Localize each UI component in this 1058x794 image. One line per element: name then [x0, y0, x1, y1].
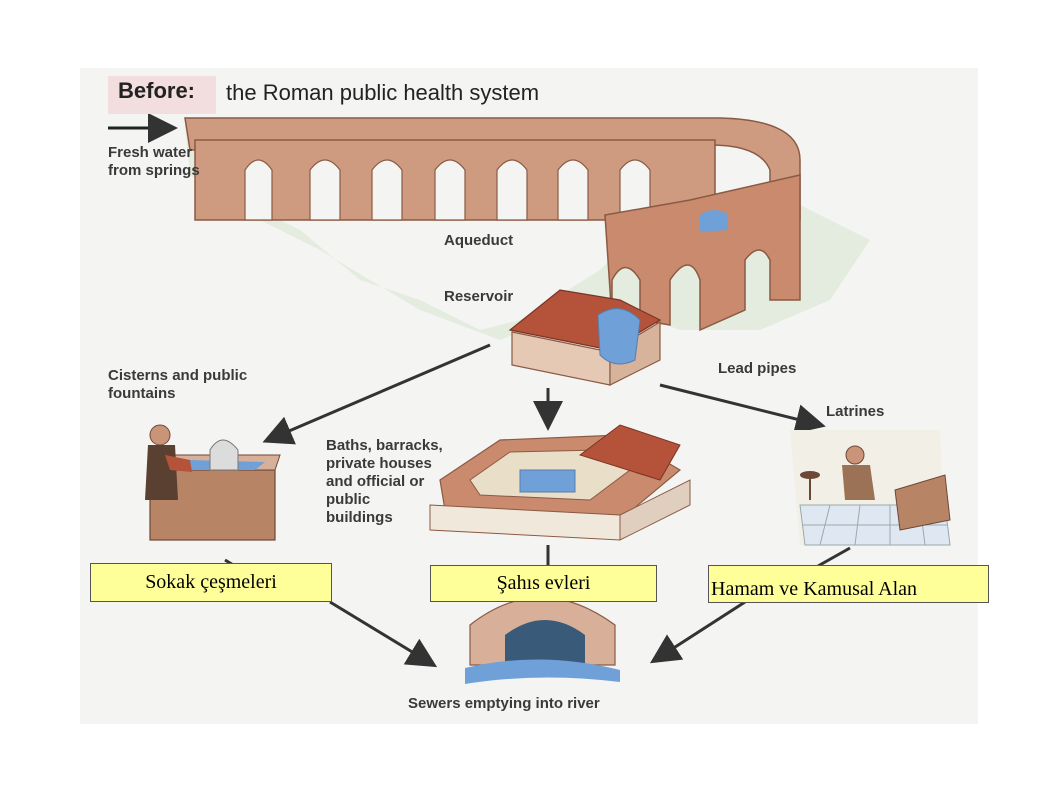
- label-aqueduct: Aqueduct: [444, 232, 514, 249]
- sewer-arch: [465, 596, 620, 684]
- arrow-cisterns-to-sewers: [329, 600, 438, 668]
- latrine-scene: [790, 430, 951, 546]
- label-fresh-water: Fresh water from springs: [108, 144, 200, 179]
- box-private-houses: Şahıs evleri: [430, 565, 657, 602]
- label-baths: Baths, barracks, private houses and offi…: [326, 437, 443, 526]
- arrow-to-latrines: [659, 383, 826, 434]
- courtyard-house: [429, 424, 691, 541]
- reservoir-building: [508, 289, 662, 386]
- box-bath-public: Hamam ve Kamusal Alan: [708, 565, 989, 603]
- arrow-latrines-to-sewers: [649, 600, 746, 664]
- fountain-scene: [145, 424, 281, 541]
- label-sewers: Sewers emptying into river: [408, 695, 600, 712]
- arrow-latrine-line: [817, 546, 851, 568]
- label-cisterns: Cisterns and public fountains: [108, 367, 248, 402]
- label-lead-pipes: Lead pipes: [718, 360, 797, 377]
- hillside: [185, 125, 870, 340]
- title-tab: [108, 76, 216, 114]
- title-prefix: Before:: [118, 78, 196, 103]
- label-latrines: Latrines: [826, 403, 885, 420]
- label-reservoir: Reservoir: [444, 288, 514, 305]
- box-street-fountains: Sokak çeşmeleri: [90, 563, 332, 602]
- title-text: the Roman public health system: [226, 80, 540, 105]
- arrow-to-cisterns: [262, 343, 491, 445]
- aqueduct: [184, 117, 801, 332]
